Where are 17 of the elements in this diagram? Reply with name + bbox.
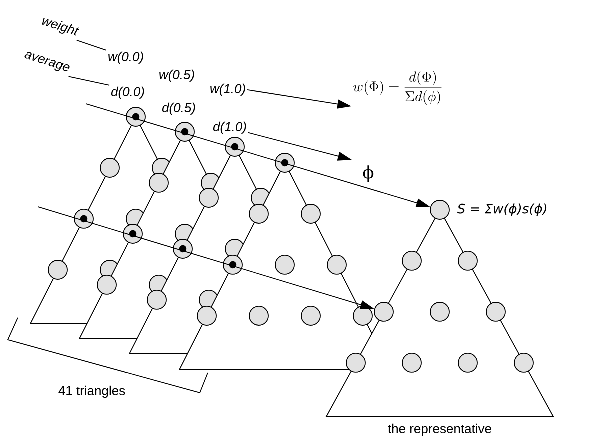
- text-label: average: [24, 52, 70, 72]
- leader-line: [76, 40, 107, 51]
- edge-label: ϕ: [362, 164, 376, 184]
- text-label: d(0.0): [111, 86, 144, 100]
- formula-text: S = Σw(ϕ)s(ϕ): [457, 204, 547, 216]
- caption-text: the representative: [388, 424, 492, 436]
- marked-point: [430, 200, 450, 220]
- caption-text: 41 triangles: [58, 386, 126, 398]
- leader-line: [68, 76, 110, 86]
- text-label: w(0.5): [160, 70, 194, 82]
- formula: $w(\Phi) = \frac{d(\Phi)}{\Sigma d(\phi)}$: [354, 71, 442, 105]
- text-label: w(0.0): [108, 52, 144, 64]
- text-label: d(1.0): [213, 122, 246, 134]
- text-label: w(1.0): [210, 84, 246, 96]
- text-label: weight: [42, 18, 80, 36]
- text-label: d(0.5): [162, 102, 196, 116]
- marked-point: [374, 302, 394, 322]
